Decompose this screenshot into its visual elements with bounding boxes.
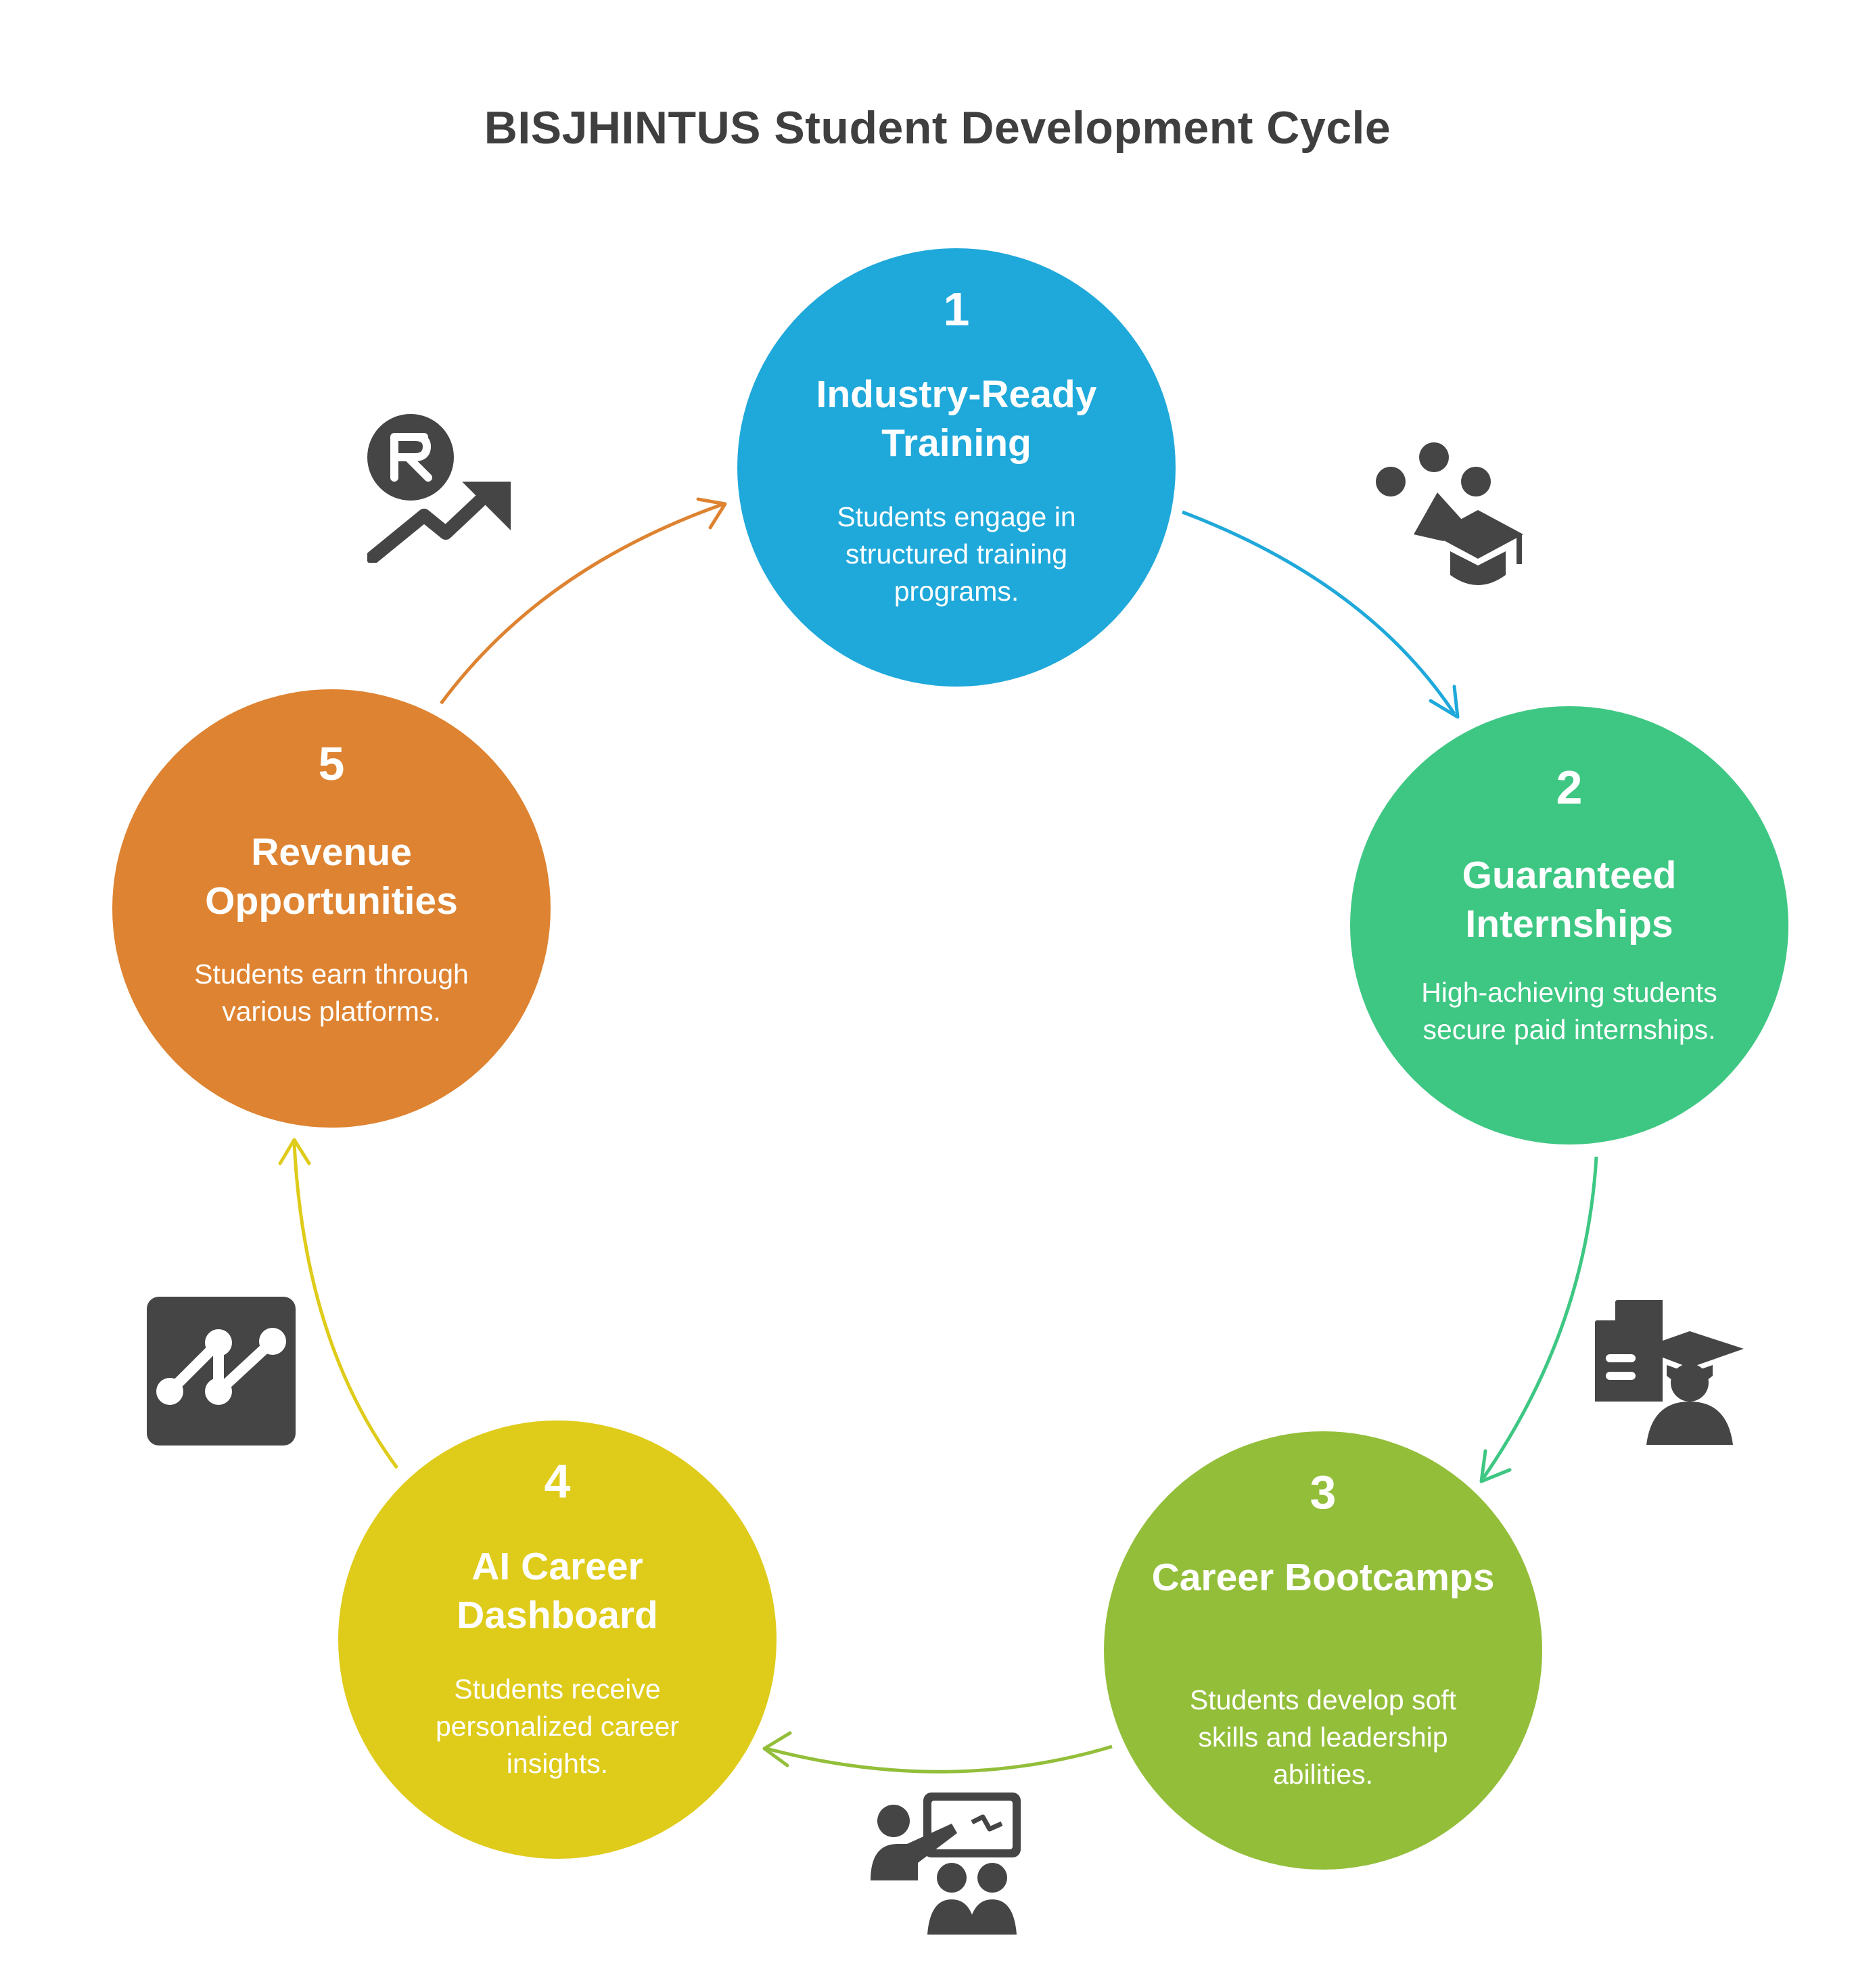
- paw-graduation-cap-icon: [1376, 442, 1523, 585]
- stage-name: AI Career Dashboard: [457, 1545, 658, 1637]
- page-title: BISJHINTUS Student Development Cycle: [484, 102, 1391, 154]
- arrow-3-to-4-head: [762, 1731, 792, 1767]
- arrow-5-to-1: [439, 502, 724, 705]
- stage-number: 5: [318, 737, 345, 790]
- arrow-4-to-5: [292, 1142, 399, 1469]
- stage-number: 3: [1310, 1466, 1337, 1519]
- stage-career-bootcamps: 3 Career Bootcamps Students develop soft…: [1104, 1431, 1542, 1870]
- stage-name: Industry-Ready Training: [816, 373, 1097, 465]
- presentation-audience-icon: [871, 1793, 1021, 1935]
- stage-name: Guaranteed Internships: [1462, 854, 1677, 946]
- stage-description: Students develop soft skills and leaders…: [1189, 1684, 1457, 1790]
- stage-number: 1: [943, 283, 970, 336]
- stage-description: High-achieving students secure paid inte…: [1421, 977, 1717, 1045]
- arrow-3-to-4: [766, 1744, 1113, 1774]
- document-graduate-icon: [1595, 1300, 1744, 1445]
- stage-number: 4: [544, 1455, 571, 1508]
- stage-revenue-opportunities: 5 Revenue Opportunities Students earn th…: [112, 689, 551, 1128]
- line-graph-dashboard-icon: [147, 1297, 296, 1446]
- stage-ai-career-dashboard: 4 AI Career Dashboard Students receive p…: [338, 1420, 777, 1859]
- stage-description: Students receive personalized career ins…: [435, 1673, 680, 1779]
- arrow-2-to-3: [1481, 1156, 1598, 1479]
- stage-number: 2: [1556, 761, 1583, 814]
- stage-description: Students earn through various platforms.: [194, 958, 469, 1027]
- arrow-4-to-5-head: [278, 1138, 311, 1165]
- stage-industry-ready-training: 1 Industry-Ready Training Students engag…: [737, 248, 1176, 687]
- rupee-growth-arrow-icon: [367, 414, 511, 563]
- stage-description: Students engage in structured training p…: [837, 501, 1076, 607]
- stage-guaranteed-internships: 2 Guaranteed Internships High-achieving …: [1350, 706, 1788, 1145]
- arrow-5-to-1-head: [696, 497, 727, 530]
- arrow-1-to-2: [1182, 510, 1456, 715]
- stage-name: Revenue Opportunities: [205, 831, 458, 923]
- stage-name: Career Bootcamps: [1151, 1556, 1495, 1599]
- arrow-2-to-3-head: [1479, 1449, 1512, 1483]
- arrow-1-to-2-head: [1429, 685, 1460, 719]
